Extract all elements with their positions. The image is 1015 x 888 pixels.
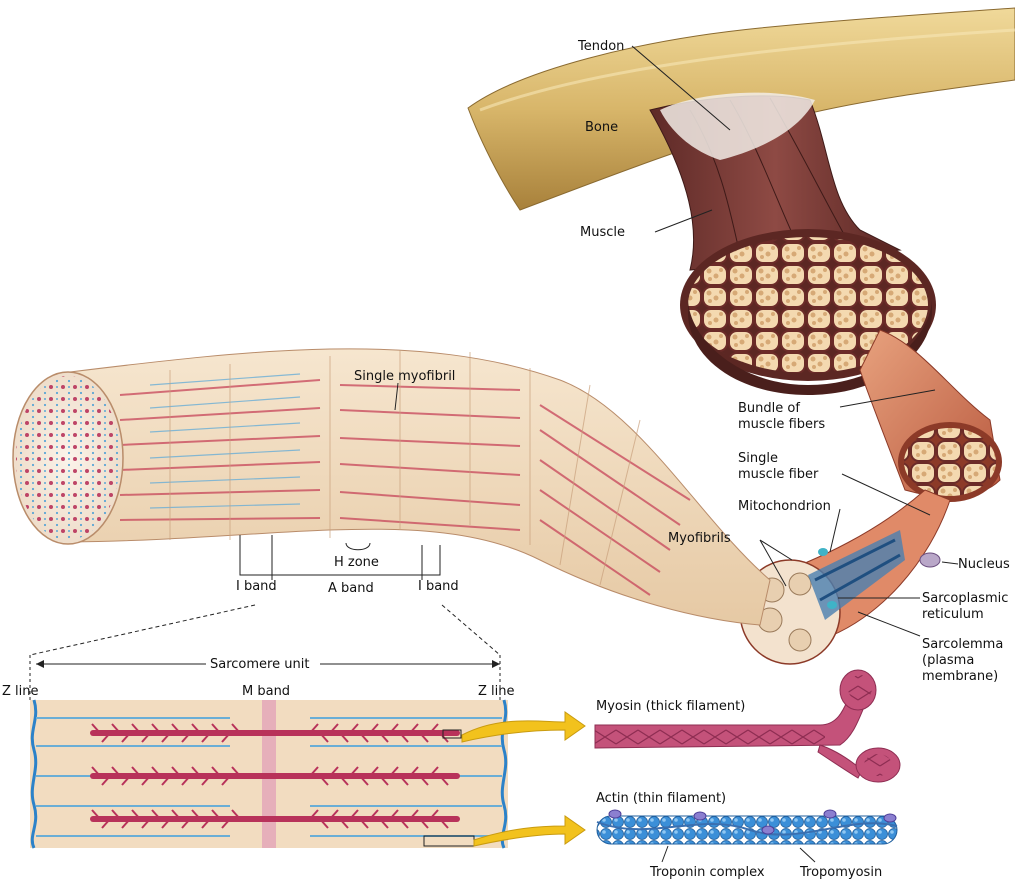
troponin-label: Troponin complex: [649, 865, 765, 880]
myofibril-tube: [13, 349, 770, 625]
fiber-bundle: [860, 330, 1002, 502]
myosin-label: Myosin (thick filament): [596, 699, 745, 714]
bone-label: Bone: [585, 120, 618, 135]
m-band-label: M band: [242, 684, 290, 699]
muscle-label: Muscle: [580, 225, 625, 240]
tropomyosin-label: Tropomyosin: [799, 865, 882, 880]
sarcolemma-label-line1: Sarcolemma: [922, 637, 1003, 652]
tendon-label: Tendon: [577, 39, 624, 54]
sarcolemma-label-line3: membrane): [922, 669, 998, 684]
bundle-label-line2: muscle fibers: [738, 417, 825, 432]
bundle-label-line1: Bundle of: [738, 401, 800, 416]
sarcomere-unit-label: Sarcomere unit: [210, 657, 309, 672]
z-line-right-label: Z line: [478, 684, 515, 699]
h-zone-label: H zone: [334, 555, 379, 570]
i-band-left-label: I band: [236, 579, 277, 594]
i-band-right-label: I band: [418, 579, 459, 594]
actin-label: Actin (thin filament): [596, 791, 726, 806]
a-band-label: A band: [328, 581, 374, 596]
single-fiber-label-line2: muscle fiber: [738, 467, 819, 482]
actin-filament: [597, 810, 897, 844]
sr-label-line2: reticulum: [922, 607, 984, 622]
nucleus-label: Nucleus: [958, 557, 1010, 572]
single-fiber-label-line1: Single: [738, 451, 778, 466]
single-myofibril-label: Single myofibril: [354, 369, 455, 384]
mitochondrion-label: Mitochondrion: [738, 499, 831, 514]
band-brackets: [30, 535, 500, 655]
myofibrils-label: Myofibrils: [668, 531, 731, 546]
z-line-left-label: Z line: [2, 684, 39, 699]
sarcolemma-label-line2: (plasma: [922, 653, 974, 668]
single-muscle-fiber: [740, 490, 950, 664]
myosin-filament: [595, 670, 900, 782]
sr-label-line1: Sarcoplasmic: [922, 591, 1008, 606]
